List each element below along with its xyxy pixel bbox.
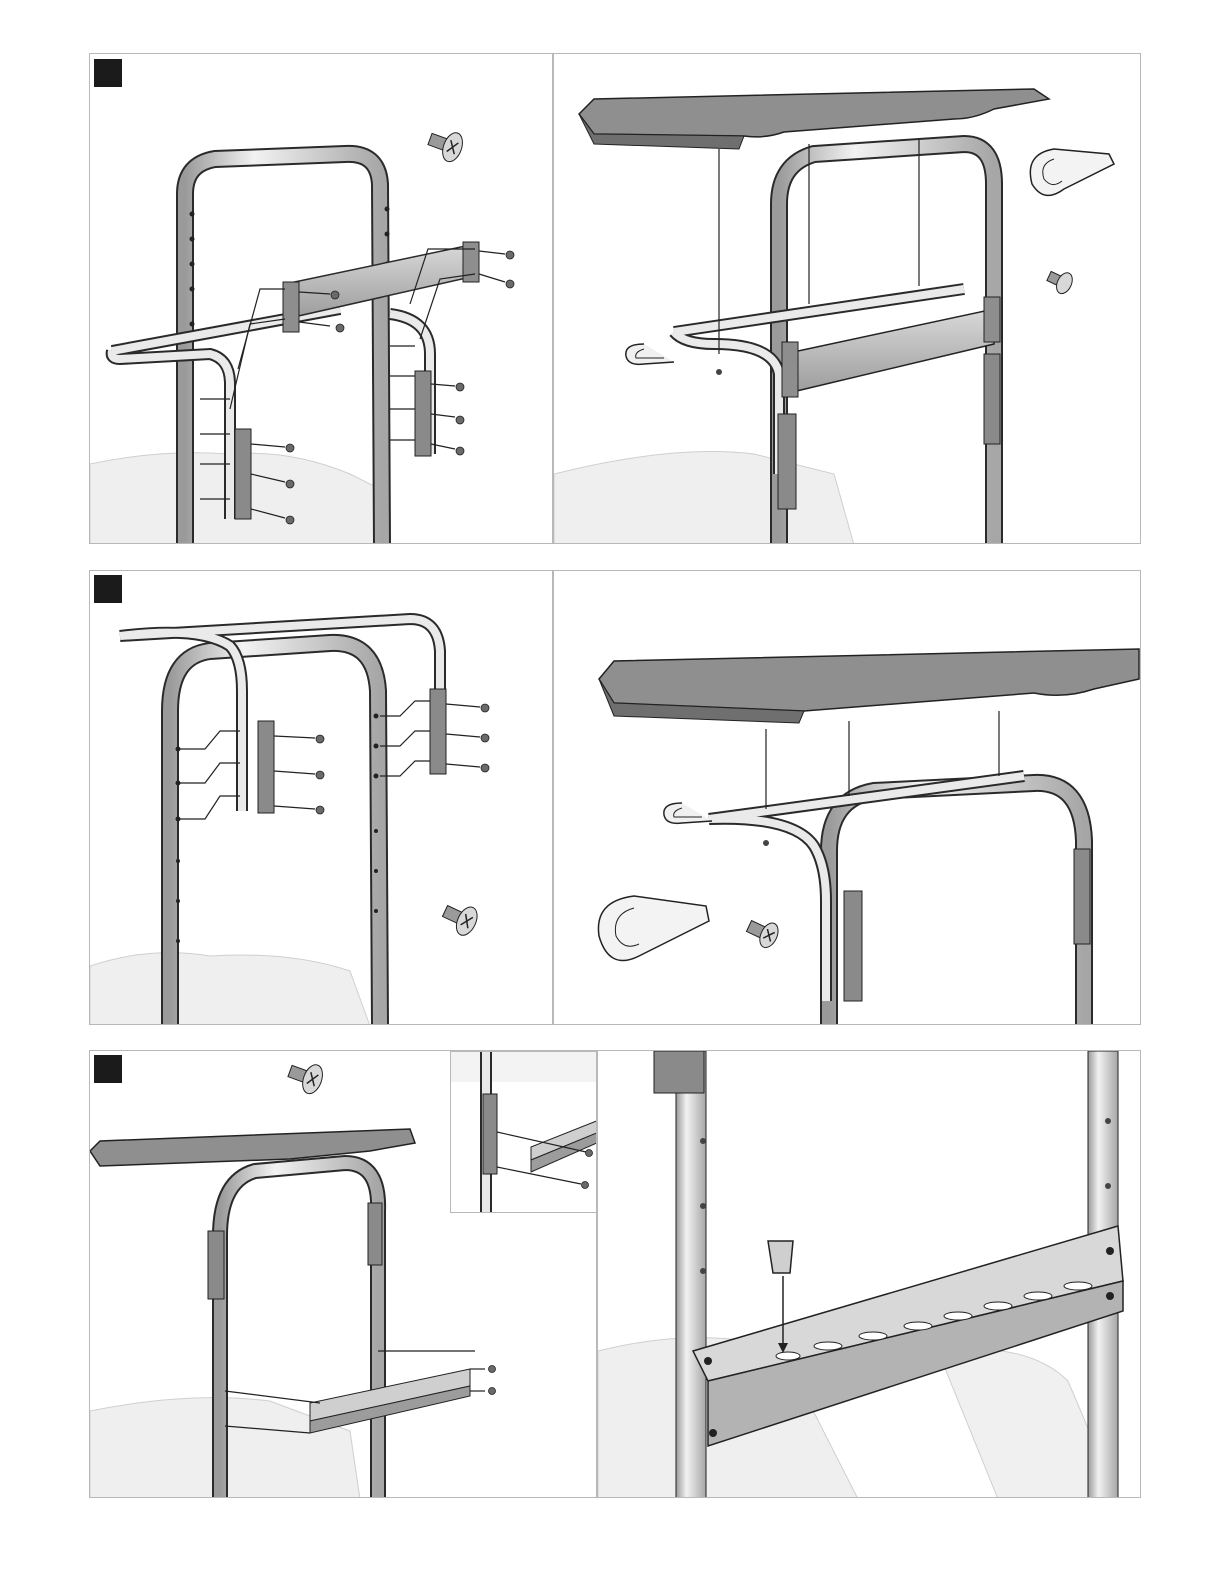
step-1-right-panel bbox=[553, 53, 1141, 544]
screw-icon bbox=[744, 914, 782, 950]
screw-icon bbox=[425, 125, 466, 164]
rail-closeup-illustration bbox=[598, 1051, 1141, 1498]
step-3-marker-icon bbox=[94, 1055, 122, 1083]
step-1-marker-icon bbox=[94, 59, 122, 87]
top-shelf-illustration bbox=[554, 54, 1141, 544]
step-1-left-panel bbox=[89, 53, 553, 544]
cable-clip-icon bbox=[664, 803, 712, 823]
step-2-right-panel bbox=[553, 570, 1141, 1025]
screw-icon bbox=[285, 1057, 326, 1096]
rail-detail-inset bbox=[450, 1051, 597, 1213]
step-2-left-panel bbox=[89, 570, 553, 1025]
cable-clip-icon bbox=[1030, 149, 1114, 195]
handle-attach-illustration bbox=[90, 571, 553, 1025]
cable-clip-icon bbox=[598, 896, 709, 961]
step-3-right-panel bbox=[597, 1050, 1141, 1498]
step-3-left-panel bbox=[89, 1050, 597, 1498]
rail-detail-inset-illustration bbox=[451, 1052, 597, 1213]
screw-icon bbox=[439, 897, 482, 938]
screw-icon bbox=[1044, 266, 1075, 296]
top-shelf-attach-illustration bbox=[554, 571, 1141, 1025]
cable-clip-icon bbox=[626, 344, 674, 364]
step-2-marker-icon bbox=[94, 575, 122, 603]
handle-crossbar-illustration bbox=[90, 54, 553, 544]
